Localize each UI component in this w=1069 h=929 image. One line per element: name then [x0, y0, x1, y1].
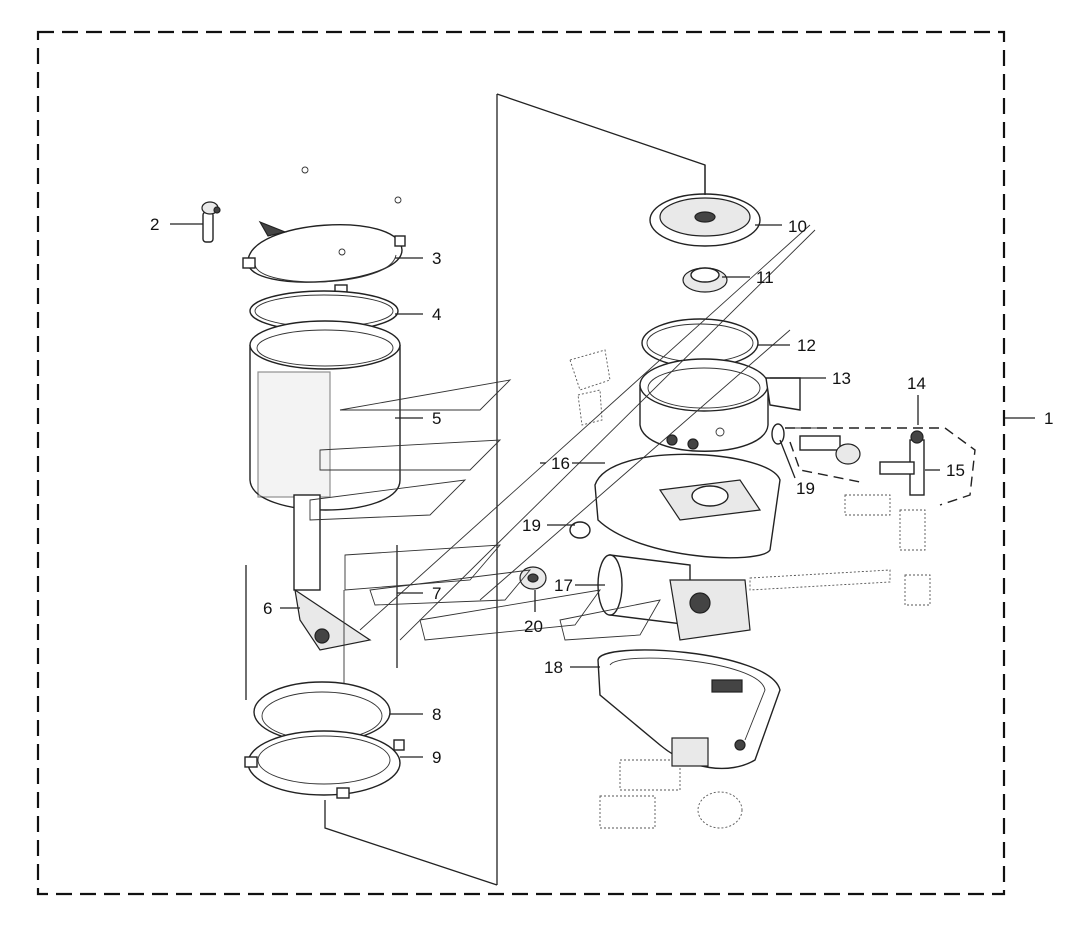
leader-lines	[170, 165, 1035, 758]
part-20-plug	[519, 566, 547, 590]
part-19-o-ring-lower	[569, 521, 591, 539]
part-11-cap	[682, 267, 728, 293]
assembly-border	[36, 30, 1006, 896]
callout-15: 15	[946, 461, 965, 480]
part-2-fitting	[201, 201, 221, 243]
callout-3: 3	[432, 249, 441, 268]
part-19-o-ring-upper	[771, 423, 785, 445]
callout-16: 16	[551, 454, 570, 473]
callout-6: 6	[263, 599, 272, 618]
callout-4: 4	[432, 305, 441, 324]
callout-1: 1	[1044, 409, 1053, 428]
callout-12: 12	[797, 336, 816, 355]
part-10-cover-plate	[649, 193, 761, 247]
callout-7: 7	[432, 584, 441, 603]
part-5-reservoir-tank	[249, 320, 401, 511]
accessory-parts	[599, 494, 931, 829]
callout-19-lower: 19	[522, 516, 541, 535]
callout-labels: 1 2 3 4 5 6 7 8 9 10 11 12 13 14 15 16 1…	[150, 215, 1053, 767]
callout-2: 2	[150, 215, 159, 234]
callout-9: 9	[432, 748, 441, 767]
callout-5: 5	[432, 409, 441, 428]
part-9-base-flange	[244, 730, 405, 799]
callout-11: 11	[756, 268, 774, 287]
part-16-cover	[594, 453, 781, 559]
part-17-motor	[597, 554, 891, 641]
callout-13: 13	[832, 369, 851, 388]
callout-14: 14	[907, 374, 926, 393]
callout-10: 10	[788, 217, 807, 236]
part-13-pump-housing	[569, 349, 801, 452]
callout-20: 20	[524, 617, 543, 636]
part-7-rods	[245, 545, 398, 700]
callout-18: 18	[544, 658, 563, 677]
callout-17: 17	[554, 576, 573, 595]
guide-lines	[309, 224, 816, 641]
part-3-lid	[242, 166, 406, 296]
callout-19-upper: 19	[796, 479, 815, 498]
part-14-fitting-assembly	[785, 427, 976, 506]
part-18-base-tray	[597, 649, 781, 770]
part-6-paddle	[293, 494, 372, 740]
callout-8: 8	[432, 705, 441, 724]
